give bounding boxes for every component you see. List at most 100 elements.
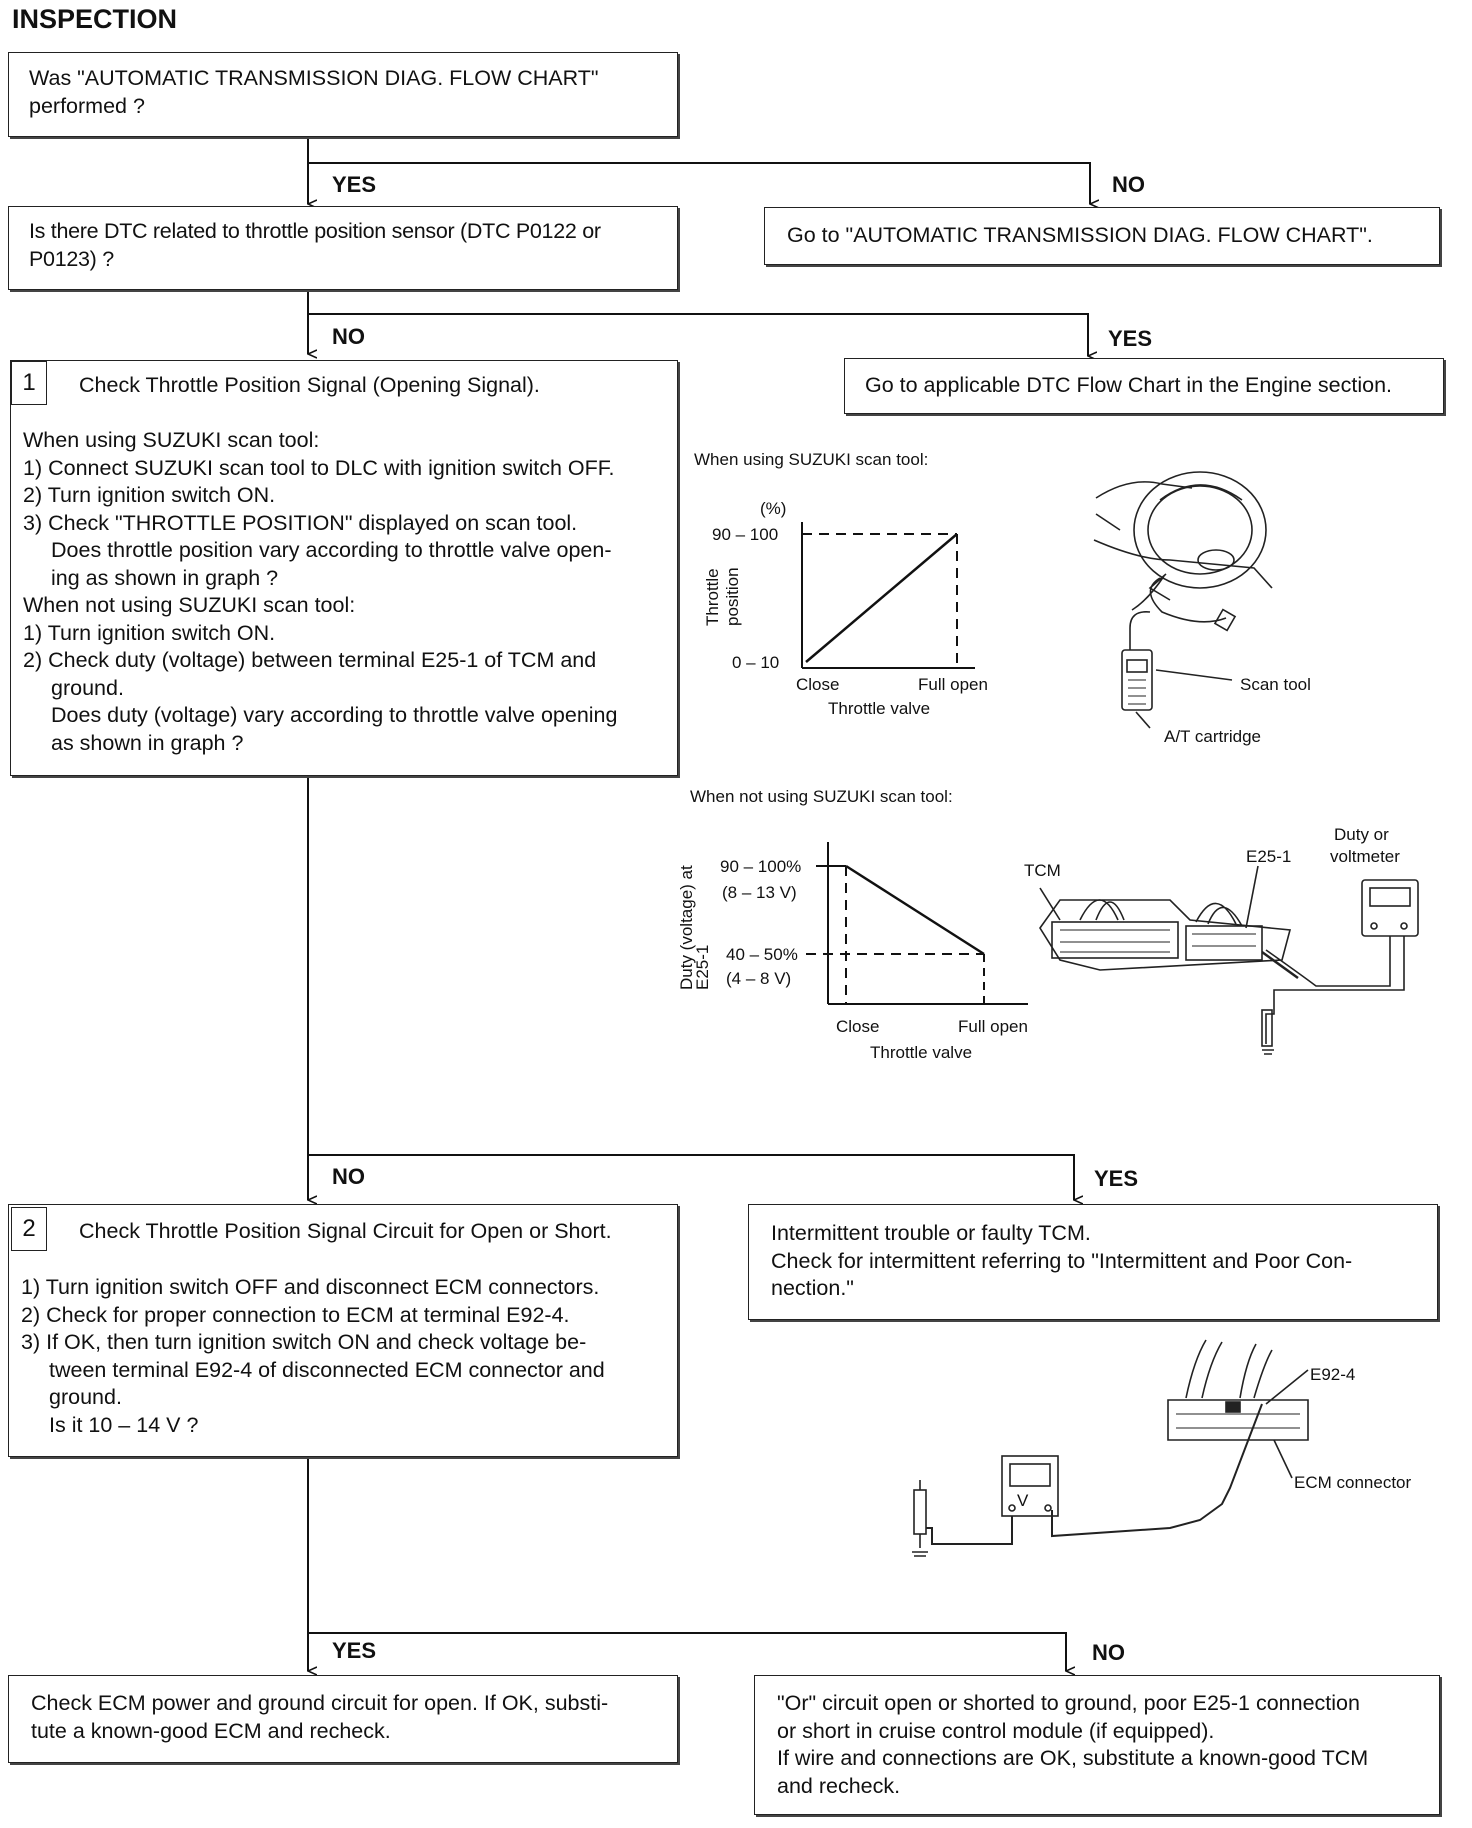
ecm-connector-leader	[1273, 1439, 1293, 1479]
instruction-line: 3) Check "THROTTLE POSITION" displayed o…	[23, 510, 578, 535]
instruction-line: ground.	[49, 1385, 122, 1409]
meter-label: Duty or	[1334, 825, 1389, 844]
graph-y-min: 0 – 10	[732, 653, 779, 672]
step-instructions: When using SUZUKI scan tool: 1) Connect S…	[23, 427, 667, 757]
graph-y-high-volts: (8 – 13 V)	[722, 883, 797, 902]
instruction-line: Does throttle position vary according to…	[51, 538, 612, 562]
question-flowchart-performed: Was "AUTOMATIC TRANSMISSION DIAG. FLOW C…	[8, 52, 678, 137]
step-1-box: 1 Check Throttle Position Signal (Openin…	[10, 360, 678, 776]
arrow-step1-yes	[308, 1154, 1074, 1200]
e92-leader	[1265, 1369, 1309, 1405]
label-step1-no: NO	[332, 1164, 365, 1189]
label-q2-yes: YES	[1108, 326, 1153, 351]
instruction-line: ing as shown in graph ?	[51, 565, 279, 590]
instruction-line: 2) Check for proper connection to ECM at…	[21, 1302, 570, 1327]
graph-y-label: position	[723, 567, 742, 626]
result-line: Check ECM power and ground circuit for o…	[31, 1691, 609, 1715]
arrow-q2-yes	[308, 313, 1088, 356]
meter-label: voltmeter	[1330, 847, 1400, 866]
graph-x-close: Close	[796, 675, 839, 694]
tcm-label: TCM	[1024, 861, 1061, 880]
instruction-line: 1) Connect SUZUKI scan tool to DLC with …	[23, 455, 615, 480]
graph-line	[845, 864, 985, 956]
result-check-ecm: Check ECM power and ground circuit for o…	[8, 1675, 678, 1763]
step-number: 1	[11, 361, 47, 405]
graph-y-label: E25-1	[693, 945, 712, 990]
result-line: and recheck.	[777, 1773, 901, 1798]
graph-y-high: 90 – 100%	[720, 857, 801, 876]
graph-y-low-volts: (4 – 8 V)	[726, 969, 791, 988]
graph-x-label: Throttle valve	[870, 1043, 972, 1062]
question-line: Was "AUTOMATIC TRANSMISSION DIAG. FLOW C…	[29, 66, 599, 90]
label-q2-no: NO	[332, 324, 365, 349]
figure-1-caption: When using SUZUKI scan tool:	[694, 450, 929, 469]
arrow-q1-no	[308, 162, 1090, 204]
graph-x-close: Close	[836, 1017, 879, 1036]
instruction-line: as shown in graph ?	[51, 730, 244, 755]
action-text: Go to "AUTOMATIC TRANSMISSION DIAG. FLOW…	[787, 223, 1373, 247]
graph-line	[805, 533, 958, 663]
instruction-line: When using SUZUKI scan tool:	[23, 428, 320, 452]
instruction-line: 2) Turn ignition switch ON.	[23, 483, 276, 507]
cartridge-label: A/T cartridge	[1164, 727, 1261, 746]
graph-x-open: Full open	[918, 675, 988, 694]
instruction-line: ground.	[51, 675, 124, 700]
scan-tool-illustration	[1093, 471, 1273, 729]
action-text: Go to applicable DTC Flow Chart in the E…	[865, 373, 1393, 397]
result-line: tute a known-good ECM and recheck.	[31, 1718, 391, 1743]
label-step1-yes: YES	[1094, 1166, 1139, 1191]
scan-tool-leader	[1155, 669, 1233, 681]
step-2-box: 2 Check Throttle Position Signal Circuit…	[8, 1204, 678, 1457]
instruction-line: 1) Turn ignition switch OFF and disconne…	[21, 1275, 600, 1299]
action-go-to-flowchart: Go to "AUTOMATIC TRANSMISSION DIAG. FLOW…	[764, 207, 1440, 265]
graph-y-label: Throttle	[703, 568, 722, 626]
step-instructions: 1) Turn ignition switch OFF and disconne…	[21, 1274, 667, 1439]
result-line: Check for intermittent referring to "Int…	[771, 1248, 1353, 1273]
result-intermittent-or-faulty-tcm: Intermittent trouble or faulty TCM. Chec…	[748, 1204, 1438, 1320]
tcm-leader	[1039, 887, 1061, 921]
result-line: or short in cruise control module (if eq…	[777, 1718, 1215, 1743]
cartridge-leader	[1135, 711, 1151, 729]
instruction-line: Does duty (voltage) vary according to th…	[51, 703, 618, 727]
step-heading: Check Throttle Position Signal (Opening …	[79, 373, 540, 397]
voltmeter-symbol: V	[1017, 1491, 1029, 1510]
question-line: P0123) ?	[29, 246, 114, 271]
instruction-line: 3) If OK, then turn ignition switch ON a…	[21, 1330, 587, 1354]
tcm-connector-illustration	[1039, 865, 1419, 1055]
instruction-line: Is it 10 – 14 V ?	[49, 1412, 199, 1437]
e92-4-label: E92-4	[1310, 1365, 1355, 1384]
result-line: If wire and connections are OK, substitu…	[777, 1746, 1369, 1770]
step-heading: Check Throttle Position Signal Circuit f…	[79, 1219, 612, 1243]
instruction-line: When not using SUZUKI scan tool:	[23, 593, 356, 617]
result-or-circuit: "Or" circuit open or shorted to ground, …	[754, 1675, 1440, 1815]
label-step2-no: NO	[1092, 1640, 1125, 1665]
e25-leader	[1245, 865, 1259, 929]
result-line: nection."	[771, 1276, 854, 1300]
label-q1-yes: YES	[332, 172, 377, 197]
graph-y-max: 90 – 100	[712, 525, 778, 544]
graph-x-label: Throttle valve	[828, 699, 930, 718]
figure-2-caption: When not using SUZUKI scan tool:	[690, 787, 953, 806]
instruction-line: 2) Check duty (voltage) between terminal…	[23, 648, 597, 672]
result-line: Intermittent trouble or faulty TCM.	[771, 1221, 1091, 1245]
instruction-line: 1) Turn ignition switch ON.	[23, 620, 276, 645]
e25-1-label: E25-1	[1246, 847, 1291, 866]
label-step2-yes: YES	[332, 1638, 377, 1663]
graph-y-low: 40 – 50%	[726, 945, 798, 964]
graph-x-open: Full open	[958, 1017, 1028, 1036]
ecm-connector-shape	[1167, 1399, 1309, 1441]
page-title: INSPECTION	[12, 4, 178, 34]
question-dtc-present: Is there DTC related to throttle positio…	[8, 206, 678, 290]
graph-unit: (%)	[760, 499, 786, 518]
graph-y-label: Duty (voltage) at	[677, 865, 696, 990]
question-line: Is there DTC related to throttle positio…	[29, 219, 601, 243]
question-line: performed ?	[29, 93, 145, 118]
scan-tool-label: Scan tool	[1240, 675, 1311, 694]
instruction-line: tween terminal E92-4 of disconnected ECM…	[49, 1357, 605, 1382]
arrow-step2-no	[308, 1632, 1066, 1671]
result-line: "Or" circuit open or shorted to ground, …	[777, 1691, 1360, 1715]
